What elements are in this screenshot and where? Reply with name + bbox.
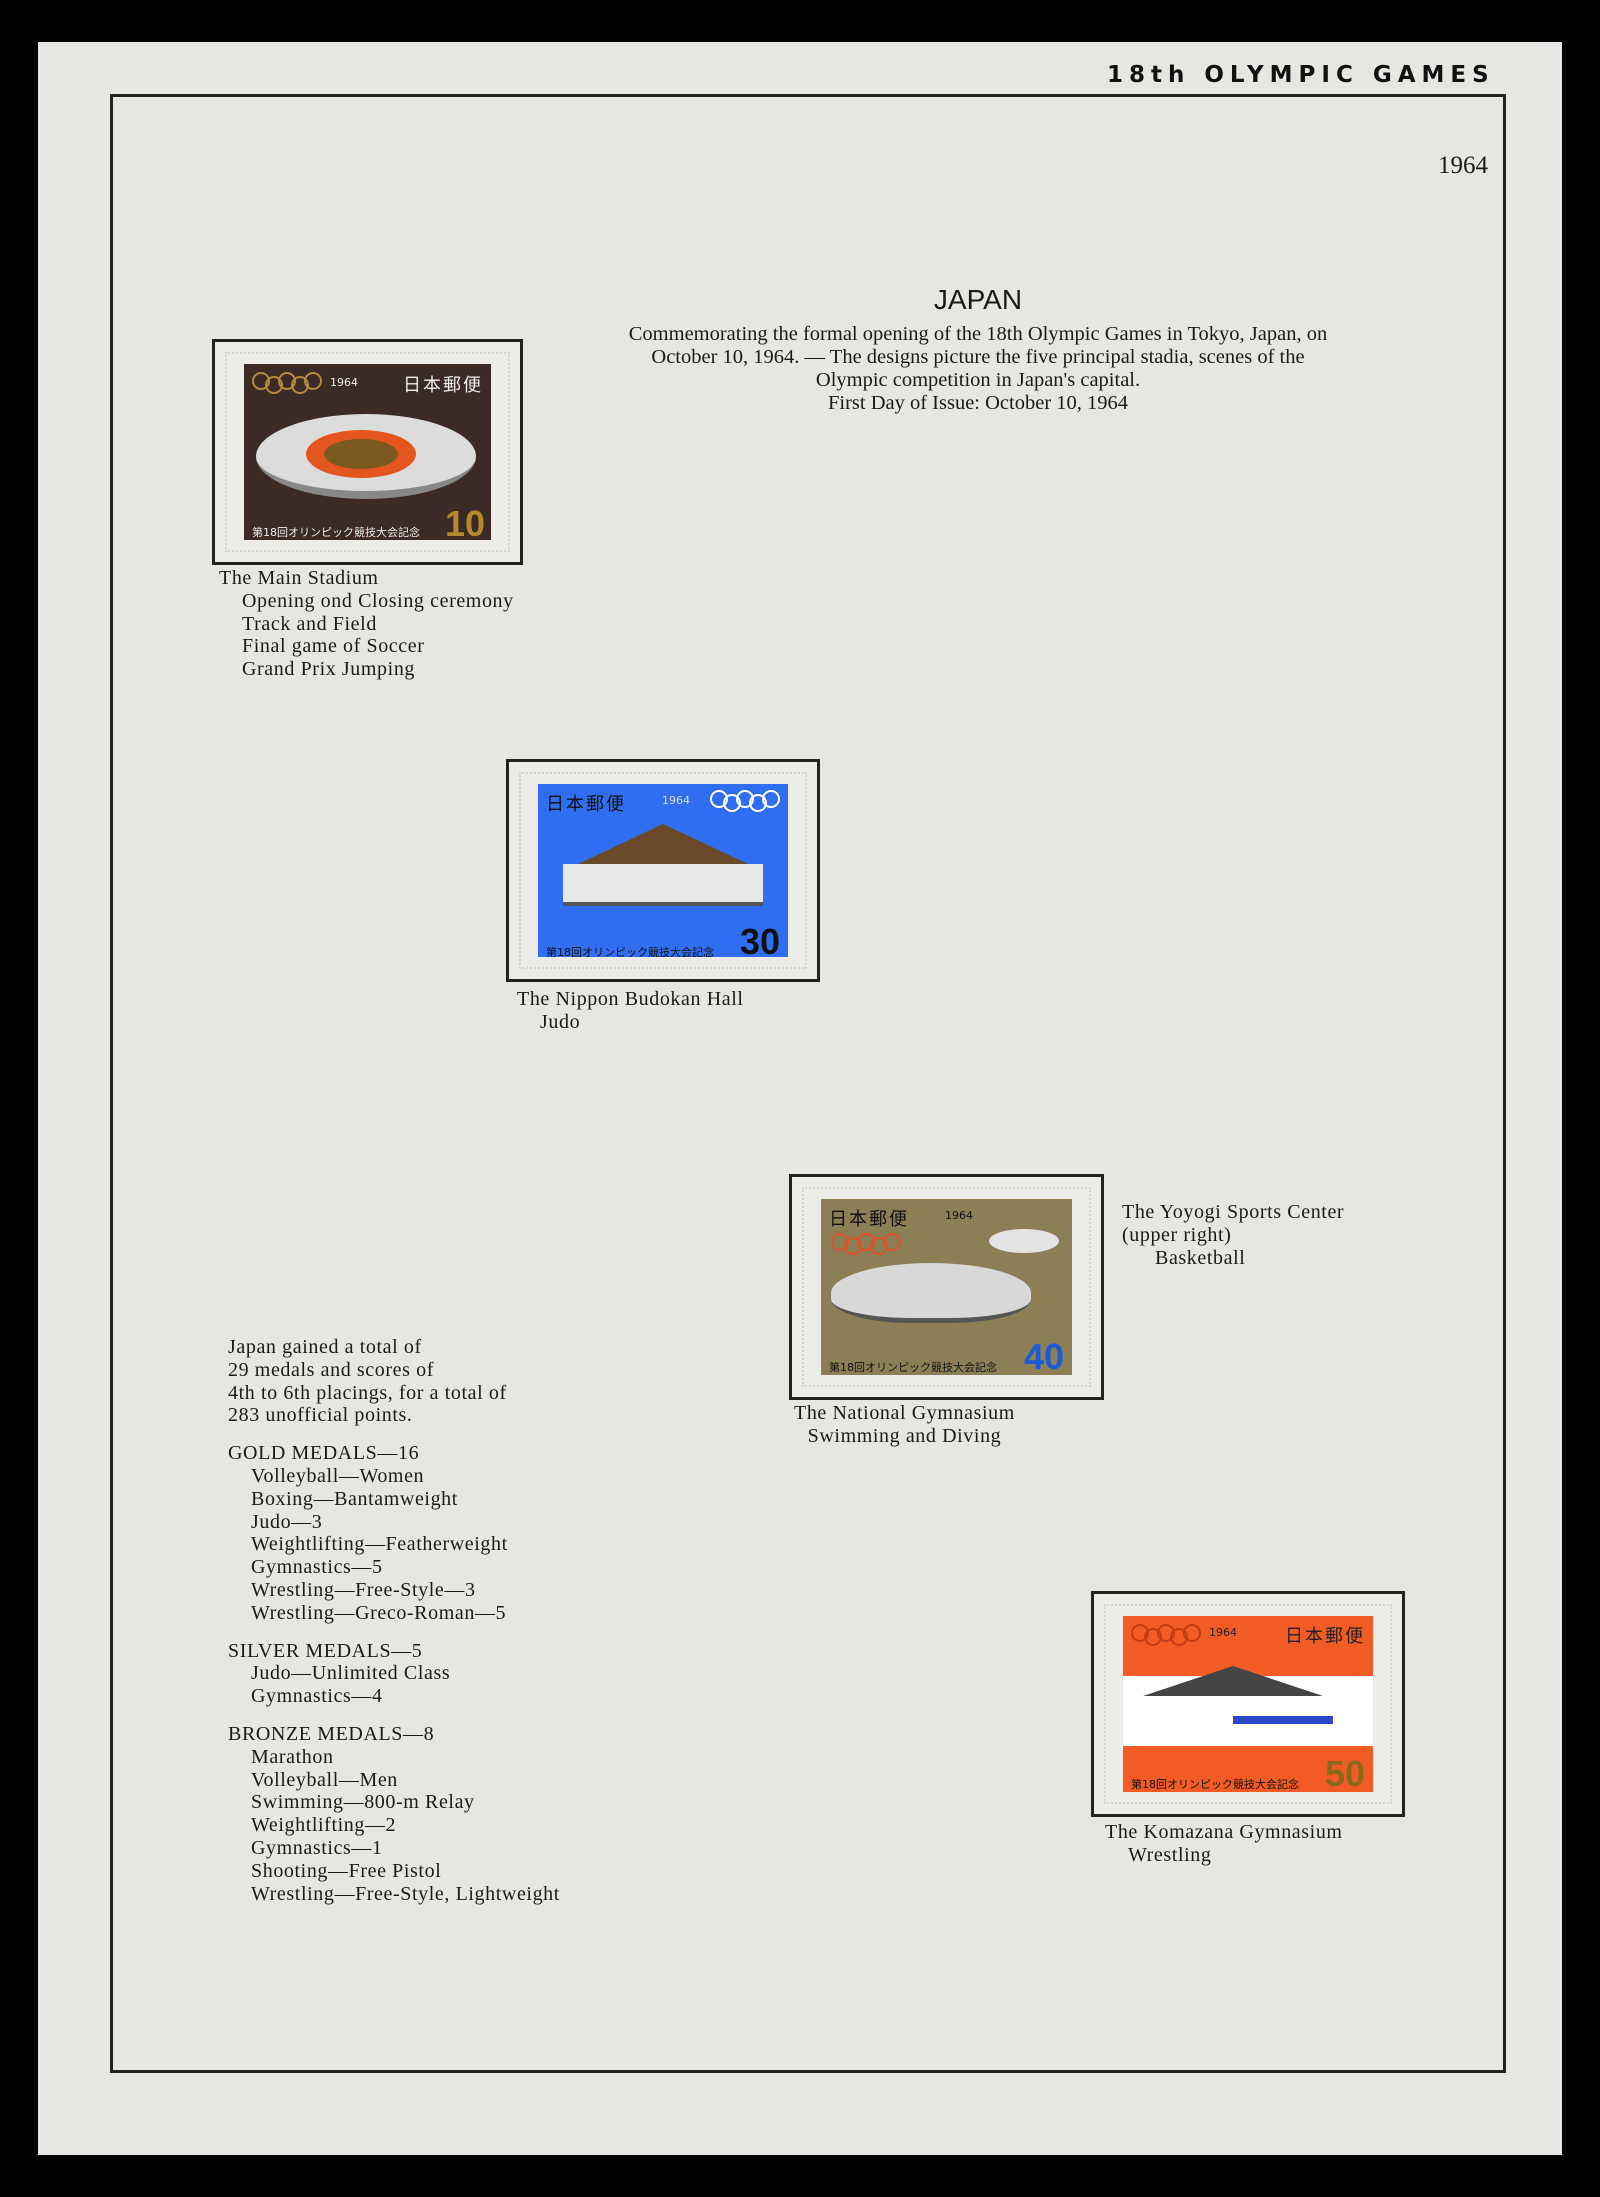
caption-title: The Komazana Gymnasium: [1105, 1821, 1343, 1843]
stamp-value: 10: [444, 503, 485, 541]
gold-item: Wrestling—Free-Style—3: [251, 1578, 476, 1601]
caption-national-gymnasium: The National Gymnasium Swimming and Divi…: [794, 1402, 1015, 1448]
gold-item: Judo—3: [251, 1510, 323, 1533]
stamp-image: 1964 日本郵便 第18回オリンピック競技大会記念 10: [244, 364, 491, 540]
komazawa-illustration: [1123, 1666, 1373, 1746]
stamp-country: 日本郵便: [546, 794, 626, 815]
page-header: 18th OLYMPIC GAMES: [1107, 62, 1495, 88]
budokan-illustration: [563, 864, 763, 906]
stamp-value: 50: [1324, 1753, 1365, 1793]
caption-komazawa: The Komazana Gymnasium Wrestling: [1105, 1821, 1343, 1867]
gold-item: Weightlifting—Featherweight: [251, 1533, 508, 1556]
caption-budokan: The Nippon Budokan Hall Judo: [517, 988, 744, 1034]
olympic-rings-icon: [710, 790, 780, 812]
stamp-country: 日本郵便: [403, 375, 483, 396]
budokan-roof: [578, 824, 748, 864]
caption-line: Grand Prix Jumping: [242, 658, 416, 681]
medal-summary: Japan gained a total of 29 medals and sc…: [228, 1336, 560, 1905]
perforation: [1104, 1604, 1392, 1804]
bronze-heading: BRONZE MEDALS—8: [228, 1722, 435, 1745]
stamp-inscription: 第18回オリンピック競技大会記念: [546, 946, 714, 957]
caption-line: Track and Field: [242, 612, 377, 635]
caption-line: Swimming and Diving: [807, 1424, 1002, 1447]
stamp-value: 40: [1023, 1336, 1064, 1376]
intro-line: 4th to 6th placings, for a total of: [228, 1381, 507, 1404]
bronze-item: Swimming—800-m Relay: [251, 1791, 475, 1814]
olympic-rings-icon: [831, 1233, 901, 1255]
bronze-item: Shooting—Free Pistol: [251, 1859, 442, 1882]
stamp-national-gymnasium: 日本郵便 1964 第18回オリンピック競技大会記念 40: [789, 1174, 1104, 1400]
stamp-main-stadium: 1964 日本郵便 第18回オリンピック競技大会記念 10: [212, 339, 523, 565]
stamp-komazawa: 1964 日本郵便 第18回オリンピック競技大会記念 50: [1091, 1591, 1405, 1817]
stamp-inscription: 第18回オリンピック競技大会記念: [252, 526, 420, 539]
caption-title: The Yoyogi Sports Center: [1122, 1201, 1345, 1223]
stamp-inscription: 第18回オリンピック競技大会記念: [829, 1361, 997, 1374]
stamp-year: 1964: [662, 794, 690, 807]
stamp-year: 1964: [945, 1209, 973, 1222]
bronze-item: Gymnastics—1: [251, 1836, 383, 1859]
caption-line: Basketball: [1155, 1246, 1246, 1269]
gold-item: Gymnastics—5: [251, 1556, 383, 1579]
stamp-image: 日本郵便 1964 第18回オリンピック競技大会記念 30: [538, 784, 788, 957]
gold-item: Volleyball—Women: [251, 1464, 425, 1487]
silver-heading: SILVER MEDALS—5: [228, 1639, 423, 1662]
olympic-rings-icon: [1131, 1624, 1201, 1646]
intro-line: 283 unofficial points.: [228, 1404, 413, 1427]
stamp-value: 30: [739, 921, 780, 958]
first-day-of-issue: First Day of Issue: October 10, 1964: [827, 392, 1129, 414]
description-line: Olympic competition in Japan's capital.: [815, 369, 1141, 391]
page-border: [110, 94, 1506, 2073]
stamp-year: 1964: [330, 376, 358, 389]
perforation: [802, 1187, 1091, 1387]
caption-line: (upper right): [1122, 1223, 1232, 1246]
stamp-country: 日本郵便: [1285, 1626, 1365, 1647]
caption-line: Final game of Soccer: [242, 635, 425, 658]
stamp-image: 1964 日本郵便 第18回オリンピック競技大会記念 50: [1123, 1616, 1373, 1792]
description: Commemorating the formal opening of the …: [520, 323, 1436, 415]
stamp-inscription: 第18回オリンピック競技大会記念: [1131, 1778, 1299, 1791]
caption-title: The Nippon Budokan Hall: [517, 988, 744, 1010]
bronze-item: Marathon: [251, 1745, 334, 1768]
gold-heading: GOLD MEDALS—16: [228, 1442, 420, 1465]
caption-title: The Main Stadium: [219, 567, 379, 589]
caption-line: Opening ond Closing ceremony: [242, 589, 514, 612]
caption-line: Wrestling: [1128, 1843, 1212, 1866]
gold-item: Boxing—Bantamweight: [251, 1487, 458, 1510]
caption-main-stadium: The Main Stadium Opening ond Closing cer…: [219, 567, 514, 681]
stamp-image: 日本郵便 1964 第18回オリンピック競技大会記念 40: [821, 1199, 1072, 1375]
perforation: [225, 352, 510, 552]
bronze-item: Volleyball—Men: [251, 1768, 398, 1791]
caption-yoyogi: The Yoyogi Sports Center (upper right) B…: [1122, 1201, 1344, 1269]
gymnasium-illustration: [831, 1263, 1031, 1323]
gold-item: Wrestling—Greco-Roman—5: [251, 1601, 507, 1624]
description-line: Commemorating the formal opening of the …: [628, 323, 1328, 345]
stadium-illustration: [256, 414, 476, 499]
bronze-item: Wrestling—Free-Style, Lightweight: [251, 1882, 560, 1905]
intro-line: Japan gained a total of: [228, 1336, 422, 1358]
stamp-country: 日本郵便: [829, 1209, 909, 1230]
stamp-budokan: 日本郵便 1964 第18回オリンピック競技大会記念 30: [506, 759, 820, 982]
stamp-year: 1964: [1209, 1626, 1237, 1639]
yoyogi-annex-illustration: [989, 1229, 1059, 1253]
caption-line: Judo: [540, 1010, 581, 1033]
olympic-rings-icon: [252, 372, 322, 394]
description-line: October 10, 1964. — The designs picture …: [651, 346, 1305, 368]
intro-line: 29 medals and scores of: [228, 1358, 434, 1381]
caption-title: The National Gymnasium: [794, 1402, 1015, 1424]
country-title: JAPAN: [933, 284, 1023, 315]
silver-item: Judo—Unlimited Class: [251, 1662, 451, 1685]
page-year: 1964: [1438, 152, 1488, 179]
perforation: [519, 772, 807, 969]
bronze-item: Weightlifting—2: [251, 1814, 397, 1837]
silver-item: Gymnastics—4: [251, 1685, 383, 1708]
